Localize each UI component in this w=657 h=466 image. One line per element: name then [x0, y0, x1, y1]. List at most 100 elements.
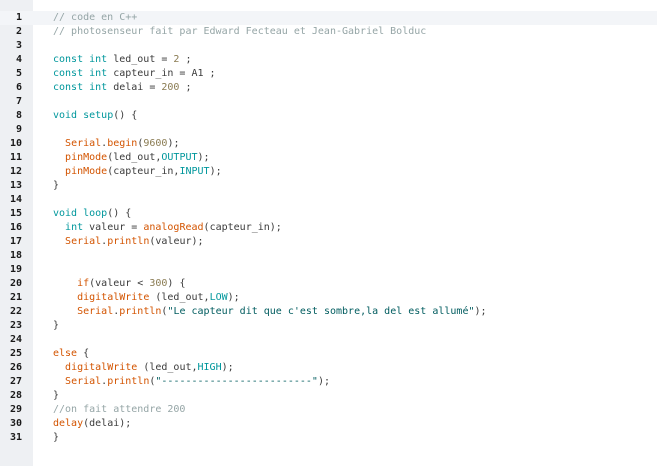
code-token: } — [53, 180, 60, 191]
code-line[interactable]: 31} — [0, 431, 657, 445]
code-token: ( — [149, 376, 156, 387]
line-code[interactable]: } — [53, 179, 59, 193]
code-token: . — [101, 376, 108, 387]
code-token — [53, 306, 77, 317]
line-code[interactable]: pinMode(led_out,OUTPUT); — [53, 151, 210, 165]
code-token: valeur = — [83, 222, 144, 233]
line-code[interactable]: const int capteur_in = A1 ; — [53, 67, 216, 81]
line-number: 24 — [9, 334, 22, 345]
line-number: 26 — [9, 362, 22, 373]
code-token: ); — [167, 138, 180, 149]
code-line[interactable]: 14 — [0, 193, 657, 207]
code-line[interactable]: 7 — [0, 95, 657, 109]
code-token: (delai); — [83, 418, 132, 429]
line-number: 7 — [15, 96, 22, 107]
code-token: . — [101, 138, 108, 149]
code-line[interactable]: 12 pinMode(capteur_in,INPUT); — [0, 165, 657, 179]
line-code[interactable]: Serial.begin(9600); — [53, 137, 179, 151]
code-line[interactable]: 26 digitalWrite (led_out,HIGH); — [0, 361, 657, 375]
code-token: } — [53, 320, 60, 331]
code-token — [53, 362, 65, 373]
line-number: 31 — [9, 432, 22, 443]
code-token: Serial — [77, 306, 114, 317]
line-number-gutter — [0, 0, 33, 466]
line-code[interactable]: // photosenseur fait par Edward Fecteau … — [53, 25, 426, 39]
line-code[interactable]: digitalWrite (led_out,HIGH); — [53, 361, 234, 375]
code-token: const int — [53, 54, 108, 65]
code-token: begin — [107, 138, 138, 149]
code-line[interactable]: 2// photosenseur fait par Edward Fecteau… — [0, 25, 657, 39]
code-token: . — [101, 236, 108, 247]
line-number: 28 — [9, 390, 22, 401]
code-line[interactable]: 22 Serial.println("Le capteur dit que c'… — [0, 305, 657, 319]
code-line[interactable]: 3 — [0, 39, 657, 53]
code-line[interactable]: 21 digitalWrite (led_out,LOW); — [0, 291, 657, 305]
code-token: "-------------------------" — [155, 376, 318, 387]
line-code[interactable]: void loop() { — [53, 207, 131, 221]
line-number: 14 — [9, 194, 22, 205]
code-token: led_out = — [107, 54, 174, 65]
code-line[interactable]: 27 Serial.println("---------------------… — [0, 375, 657, 389]
code-line[interactable]: 19 — [0, 263, 657, 277]
code-line[interactable]: 24 — [0, 333, 657, 347]
code-line[interactable]: 16 int valeur = analogRead(capteur_in); — [0, 221, 657, 235]
line-code[interactable]: digitalWrite (led_out,LOW); — [53, 291, 240, 305]
line-code[interactable]: const int led_out = 2 ; — [53, 53, 192, 67]
line-code[interactable]: int valeur = analogRead(capteur_in); — [53, 221, 282, 235]
line-code[interactable]: delay(delai); — [53, 417, 131, 431]
line-number: 23 — [9, 320, 22, 331]
code-token: (led_out, — [149, 292, 210, 303]
line-code[interactable]: const int delai = 200 ; — [53, 81, 191, 95]
line-code[interactable]: if(valeur < 300) { — [53, 277, 185, 291]
line-code[interactable]: pinMode(capteur_in,INPUT); — [53, 165, 222, 179]
code-token: digitalWrite — [77, 292, 150, 303]
code-line[interactable]: 4 const int led_out = 2 ; — [0, 53, 657, 67]
code-line[interactable]: 1// code en C++ — [0, 11, 657, 25]
code-line[interactable]: 11 pinMode(led_out,OUTPUT); — [0, 151, 657, 165]
code-token: capteur_in = A1 ; — [107, 68, 216, 79]
code-line[interactable]: 28} — [0, 389, 657, 403]
line-code[interactable]: } — [53, 319, 59, 333]
code-token: 2 — [173, 54, 180, 65]
code-line[interactable]: 23} — [0, 319, 657, 333]
code-line[interactable]: 10 Serial.begin(9600); — [0, 137, 657, 151]
line-code[interactable]: // code en C++ — [53, 11, 137, 25]
code-token: const int — [53, 68, 108, 79]
code-token: int — [65, 222, 84, 233]
line-code[interactable]: Serial.println("Le capteur dit que c'est… — [53, 305, 486, 319]
line-number: 13 — [9, 180, 22, 191]
code-lines[interactable]: 1// code en C++2// photosenseur fait par… — [0, 11, 657, 445]
code-line[interactable]: 9 — [0, 123, 657, 137]
code-line[interactable]: 17 Serial.println(valeur); — [0, 235, 657, 249]
line-code[interactable]: //on fait attendre 200 — [53, 403, 185, 417]
code-line[interactable]: 13} — [0, 179, 657, 193]
code-token: pinMode — [65, 152, 108, 163]
code-line[interactable]: 20 if(valeur < 300) { — [0, 277, 657, 291]
code-token: println — [107, 376, 150, 387]
line-code[interactable]: } — [53, 389, 59, 403]
line-code[interactable]: void setup() { — [53, 109, 137, 123]
code-token: ( — [161, 306, 168, 317]
line-code[interactable]: } — [53, 431, 59, 445]
line-code[interactable]: else { — [53, 347, 89, 361]
code-token: Serial — [65, 138, 102, 149]
code-line[interactable]: 29//on fait attendre 200 — [0, 403, 657, 417]
line-number: 4 — [15, 54, 22, 65]
line-code[interactable]: Serial.println(valeur); — [53, 235, 204, 249]
code-token: // photosenseur fait par Edward Fecteau … — [53, 26, 427, 37]
code-token: (led_out, — [107, 152, 162, 163]
code-token: ); — [227, 292, 240, 303]
code-token: digitalWrite — [65, 362, 138, 373]
code-token: ( — [137, 138, 144, 149]
code-token: (capteur_in, — [107, 166, 180, 177]
code-line[interactable]: 18 — [0, 249, 657, 263]
line-code[interactable]: Serial.println("------------------------… — [53, 375, 330, 389]
code-token: . — [113, 306, 120, 317]
